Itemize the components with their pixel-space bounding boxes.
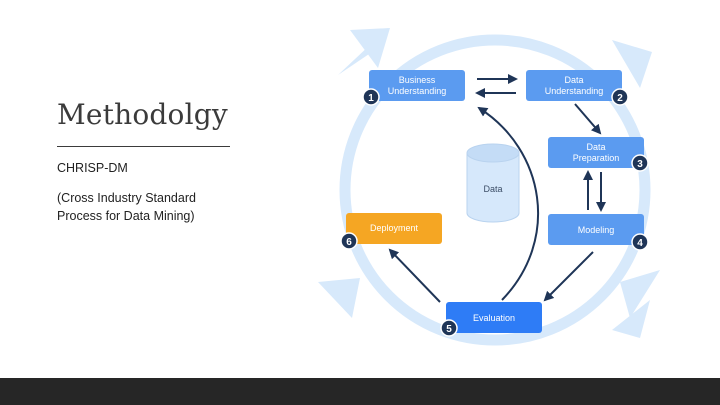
outer-cycle-ring xyxy=(318,28,660,346)
step-number-badge: 5 xyxy=(446,324,452,335)
svg-text:Preparation: Preparation xyxy=(573,153,620,163)
arrow-evaluation-to-deployment xyxy=(388,248,441,303)
svg-text:Evaluation: Evaluation xyxy=(473,313,515,323)
svg-text:Data: Data xyxy=(586,142,605,152)
description: (Cross Industry Standard Process for Dat… xyxy=(57,191,196,223)
step-business-understanding: Business Understanding 1 xyxy=(362,70,465,106)
step-data-preparation: Data Preparation 3 xyxy=(548,137,649,172)
database-label: Data xyxy=(483,184,502,194)
step-deployment: Deployment 6 xyxy=(340,213,442,250)
step-evaluation: Evaluation 5 xyxy=(440,302,542,337)
title-divider xyxy=(57,146,230,147)
arrow-understanding-to-preparation xyxy=(574,103,602,135)
step-number-badge: 6 xyxy=(346,237,352,248)
svg-text:Understanding: Understanding xyxy=(388,86,447,96)
step-number-badge: 1 xyxy=(368,93,374,104)
database-icon: Data xyxy=(466,143,520,223)
arrow-evaluation-to-business xyxy=(477,106,540,301)
svg-text:Business: Business xyxy=(399,75,436,85)
slide-title: Methodolgy xyxy=(57,98,228,131)
arrow-modeling-to-evaluation xyxy=(543,251,594,302)
flow-arrows xyxy=(388,74,606,303)
subtitle: CHRISP-DM xyxy=(57,161,128,175)
svg-text:Modeling: Modeling xyxy=(578,225,615,235)
svg-text:Deployment: Deployment xyxy=(370,223,419,233)
svg-text:Data: Data xyxy=(564,75,583,85)
step-number-badge: 3 xyxy=(637,159,643,170)
step-modeling: Modeling 4 xyxy=(548,214,649,251)
step-data-understanding: Data Understanding 2 xyxy=(526,70,629,106)
footer-bar xyxy=(0,378,720,405)
step-number-badge: 2 xyxy=(617,93,623,104)
step-number-badge: 4 xyxy=(637,238,643,249)
svg-text:Understanding: Understanding xyxy=(545,86,604,96)
